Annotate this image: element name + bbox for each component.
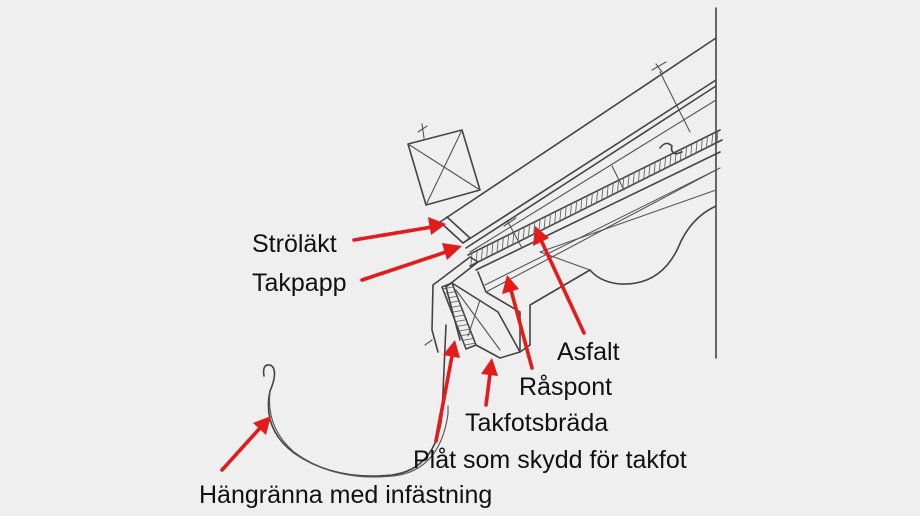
eave-flashing [424,256,479,353]
raspont-boards [467,129,723,286]
gutter [262,324,449,478]
batten-box [407,123,481,206]
label-strolakt: Ströläkt [252,230,337,258]
label-plat: Plåt som skydd för takfot [413,446,687,474]
label-asfalt: Asfalt [557,338,620,366]
label-takpapp: Takpapp [252,269,347,297]
label-takfotsbrada: Takfotsbräda [465,409,609,437]
label-raspont: Råspont [519,373,613,401]
label-hangranna: Hängränna med infästning [199,481,493,509]
